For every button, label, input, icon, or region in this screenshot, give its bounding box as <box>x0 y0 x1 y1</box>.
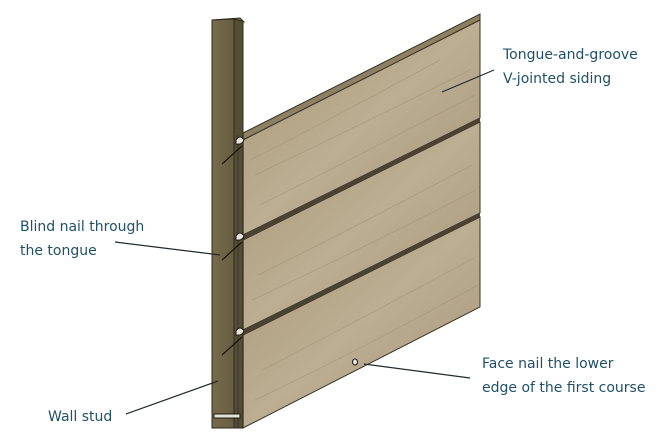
blind-nail-2 <box>221 241 243 261</box>
leader-lines <box>114 69 495 415</box>
tongue-profiles <box>213 136 245 419</box>
siding-panel <box>242 13 481 429</box>
tongue-profile-3 <box>235 327 245 336</box>
label-blind-nail-line1: Blind nail through <box>20 219 145 235</box>
label-siding: Tongue-and-groove V-jointed siding <box>503 43 638 91</box>
v-joint-groove-1 <box>243 118 480 240</box>
label-face-nail-line2: edge of the first course <box>482 380 646 396</box>
label-siding-line1: Tongue-and-groove <box>503 47 638 63</box>
tongue-profile-4 <box>213 413 241 419</box>
tongue-profile-1 <box>235 136 245 145</box>
face-nail-head <box>352 358 358 366</box>
blind-nails <box>221 145 243 356</box>
blind-nail-1 <box>221 145 243 165</box>
label-wall-stud-text: Wall stud <box>48 409 113 425</box>
blind-nail-3 <box>221 336 243 356</box>
label-face-nail: Face nail the lower edge of the first co… <box>482 352 645 400</box>
stud-front-face <box>211 18 235 429</box>
leader-blind-nail <box>114 241 221 256</box>
label-blind-nail-line2: the tongue <box>20 243 97 259</box>
leader-wall-stud <box>125 380 219 415</box>
v-joint-groove-2 <box>243 213 480 335</box>
wall-stud-shape <box>211 17 246 429</box>
label-blind-nail: Blind nail through the tongue <box>20 215 144 263</box>
tongue-profile-2 <box>235 232 245 241</box>
label-face-nail-line1: Face nail the lower <box>482 356 614 372</box>
label-wall-stud: Wall stud <box>48 405 112 429</box>
label-siding-line2: V-jointed siding <box>503 71 612 87</box>
wood-grain <box>249 59 479 401</box>
leader-face-nail <box>363 363 471 379</box>
leader-siding <box>441 69 495 93</box>
